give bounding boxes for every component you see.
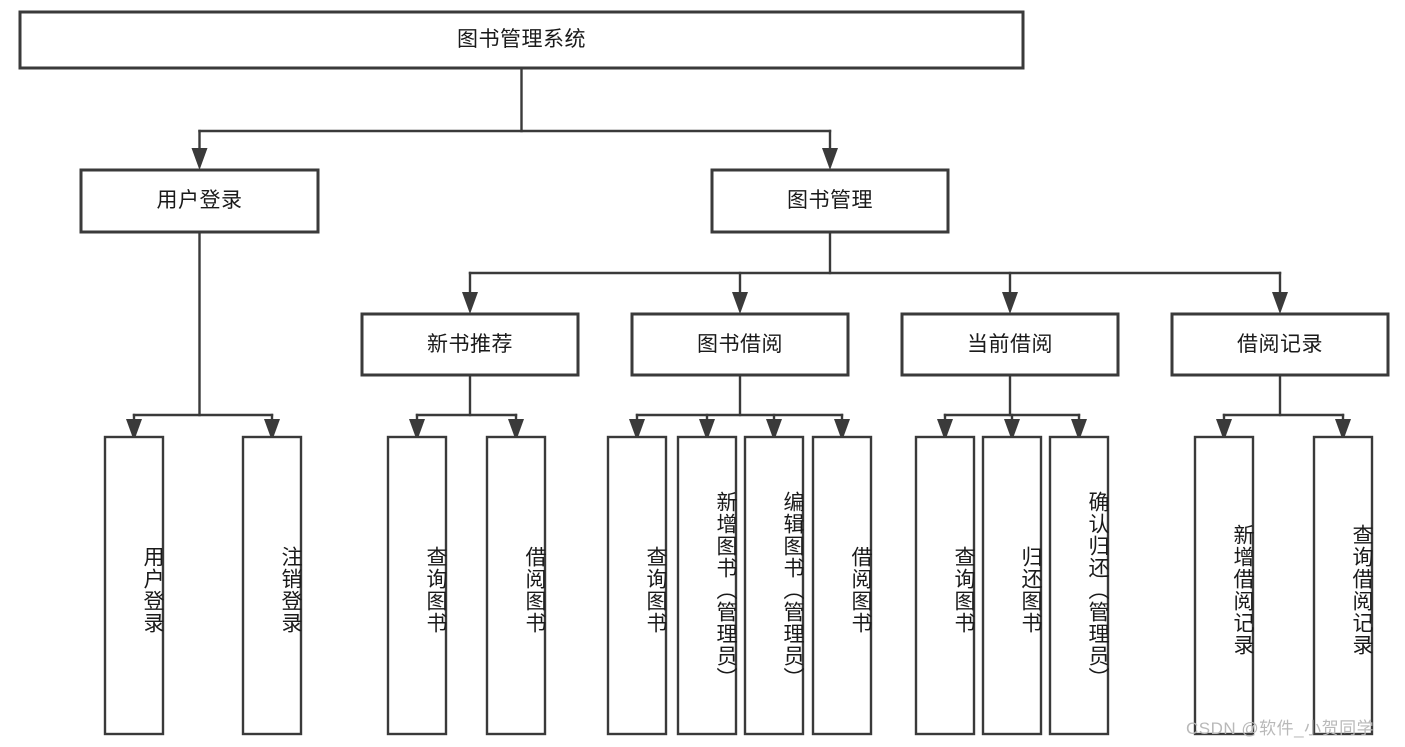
- node-box-leaf-10[interactable]: [1048, 435, 1110, 736]
- node-leaf-11[interactable]: [1195, 437, 1253, 734]
- node-leaf-6[interactable]: [745, 437, 803, 734]
- arrow-level3-2: [1002, 292, 1018, 314]
- node-leaf-0[interactable]: [105, 437, 163, 734]
- arrow-2-leaf-2: [766, 419, 782, 441]
- arrow-0-leaf-1: [264, 419, 280, 441]
- node-box-leaf-11[interactable]: [1193, 435, 1255, 736]
- node-leaf-2[interactable]: [388, 437, 446, 734]
- connector-layer: [126, 66, 1351, 441]
- node-leaf-10[interactable]: [1050, 437, 1108, 734]
- node-box-level3-2[interactable]: [900, 312, 1120, 377]
- node-box-level2-0[interactable]: [79, 168, 320, 234]
- arrow-4-leaf-1: [1335, 419, 1351, 441]
- node-box-leaf-1[interactable]: [241, 435, 303, 736]
- node-box-root[interactable]: [18, 10, 1025, 70]
- arrow-level3-1: [732, 292, 748, 314]
- arrow-root-to-level2-0: [191, 148, 208, 170]
- node-box-leaf-8[interactable]: [914, 435, 976, 736]
- node-root[interactable]: [20, 12, 1023, 68]
- node-box-leaf-0[interactable]: [103, 435, 165, 736]
- arrow-0-leaf-0: [126, 419, 142, 441]
- arrow-2-leaf-0: [629, 419, 645, 441]
- node-level2-0[interactable]: [81, 170, 318, 232]
- node-box-level3-3[interactable]: [1170, 312, 1390, 377]
- node-box-leaf-12[interactable]: [1312, 435, 1374, 736]
- node-box-layer: [18, 10, 1390, 736]
- node-box-leaf-6[interactable]: [743, 435, 805, 736]
- arrow-3-leaf-1: [1004, 419, 1020, 441]
- node-box-level2-1[interactable]: [710, 168, 950, 234]
- node-level3-3[interactable]: [1172, 314, 1388, 375]
- node-box-leaf-9[interactable]: [981, 435, 1043, 736]
- arrow-root-to-level2-1: [822, 148, 838, 170]
- node-box-leaf-2[interactable]: [386, 435, 448, 736]
- node-box-leaf-4[interactable]: [606, 435, 668, 736]
- node-leaf-3[interactable]: [487, 437, 545, 734]
- node-level3-2[interactable]: [902, 314, 1118, 375]
- node-box-level3-1[interactable]: [630, 312, 850, 377]
- arrow-1-leaf-0: [409, 419, 425, 441]
- arrow-2-leaf-1: [699, 419, 715, 441]
- node-leaf-9[interactable]: [983, 437, 1041, 734]
- arrow-1-leaf-1: [508, 419, 524, 441]
- node-box-leaf-7[interactable]: [811, 435, 873, 736]
- arrow-level3-0: [462, 292, 478, 314]
- arrow-3-leaf-0: [937, 419, 953, 441]
- node-box-level3-0[interactable]: [360, 312, 580, 377]
- node-leaf-12[interactable]: [1314, 437, 1372, 734]
- node-level2-1[interactable]: [712, 170, 948, 232]
- arrow-4-leaf-0: [1216, 419, 1232, 441]
- node-box-leaf-5[interactable]: [676, 435, 738, 736]
- arrow-2-leaf-3: [834, 419, 850, 441]
- arrow-3-leaf-2: [1071, 419, 1087, 441]
- node-box-leaf-3[interactable]: [485, 435, 547, 736]
- node-leaf-8[interactable]: [916, 437, 974, 734]
- node-leaf-5[interactable]: [678, 437, 736, 734]
- arrow-level3-3: [1272, 292, 1288, 314]
- node-level3-0[interactable]: [362, 314, 578, 375]
- node-leaf-4[interactable]: [608, 437, 666, 734]
- node-level3-1[interactable]: [632, 314, 848, 375]
- node-leaf-7[interactable]: [813, 437, 871, 734]
- node-leaf-1[interactable]: [243, 437, 301, 734]
